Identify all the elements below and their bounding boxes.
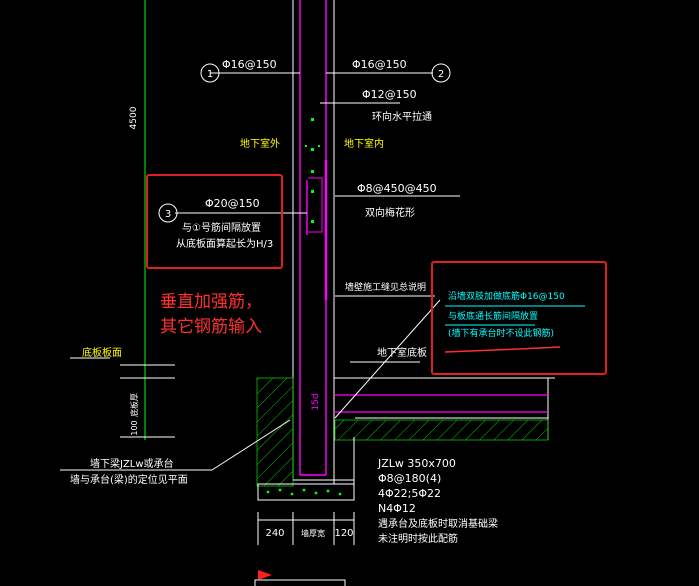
- callout-circle-3: [158, 203, 178, 223]
- rebar-2-label: Φ16@150: [352, 58, 407, 71]
- wall-note: 墙壁施工缝见总说明: [345, 281, 426, 293]
- red-squiggle: [444, 346, 561, 353]
- leader-beam-diag: [211, 419, 291, 471]
- slab-bar-label: 沿墙双肢加做底筋Φ16@150: [448, 290, 565, 302]
- beam-stirrup: Φ8@180(4): [378, 472, 441, 485]
- callout-circle-2: [431, 63, 451, 83]
- slab-hatch: [334, 419, 549, 441]
- callout-3-label: 3: [165, 209, 171, 220]
- tie-note: 双向梅花形: [365, 206, 415, 219]
- bottom-partial-box: [254, 579, 346, 586]
- callout-2-label: 2: [438, 69, 444, 80]
- rebar-3-note-2: 从底板面算起长为H/3: [176, 237, 273, 250]
- slab-note-1: 与板底通长筋间隔放置: [448, 310, 538, 322]
- dim-wall-label: 墙厚宽: [301, 528, 325, 538]
- rebar-1-label: Φ16@150: [222, 58, 277, 71]
- floor-label: 地下室底板: [377, 346, 427, 359]
- soil-hatch-left: [256, 377, 294, 487]
- red-flag-icon: [258, 570, 272, 580]
- dim-240-label: 240: [265, 528, 284, 539]
- inside-label: 地下室内: [344, 137, 384, 150]
- beam-main-bars: 4Φ22;5Φ22: [378, 487, 441, 500]
- beam-note-2: 墙与承台(梁)的定位见平面: [70, 473, 188, 486]
- callout-circle-1: [200, 63, 220, 83]
- tie-bar-dots: [305, 118, 320, 223]
- beam-side-bars: N4Φ12: [378, 502, 416, 515]
- beam-note-4: 未注明时按此配筋: [378, 532, 458, 545]
- beam-note-1: 墙下梁JZLw或承台: [90, 457, 174, 470]
- height-dimension: 4500: [129, 106, 139, 129]
- annotation-line-2: 其它钢筋输入: [160, 317, 262, 337]
- anchor-length-label: 15d: [311, 393, 321, 410]
- outside-label: 地下室外: [240, 137, 280, 150]
- dim-100-label: 100: [130, 420, 139, 435]
- annotation-line-1: 垂直加强筋，: [160, 292, 262, 312]
- tie-bar-outline: [308, 177, 323, 233]
- dim-120-label: 120: [334, 528, 353, 539]
- highlight-box-slab: [431, 261, 607, 375]
- slab-note-2: (墙下有承台时不设此钢筋): [448, 327, 554, 339]
- callout-1-label: 1: [207, 69, 213, 80]
- rebar-3-label: Φ20@150: [205, 197, 260, 210]
- horiz-bar-label: Φ12@150: [362, 88, 417, 101]
- rebar-3-note-1: 与①号筋间隔放置: [182, 221, 261, 234]
- leader-slab-bar: [334, 299, 441, 419]
- tie-bar-label: Φ8@450@450: [357, 182, 437, 195]
- beam-note-3: 遇承台及底板时取消基础梁: [378, 517, 498, 530]
- base-label: 底板板面: [82, 346, 122, 359]
- horiz-bar-note: 环向水平拉通: [372, 110, 432, 123]
- blinding-layer: [257, 483, 355, 501]
- beam-id: JZLw 350x700: [377, 457, 456, 470]
- blinding-dots: [266, 488, 342, 496]
- slab-thickness-label: 底板厚: [129, 393, 139, 417]
- highlight-box-rebar-3: [146, 174, 283, 269]
